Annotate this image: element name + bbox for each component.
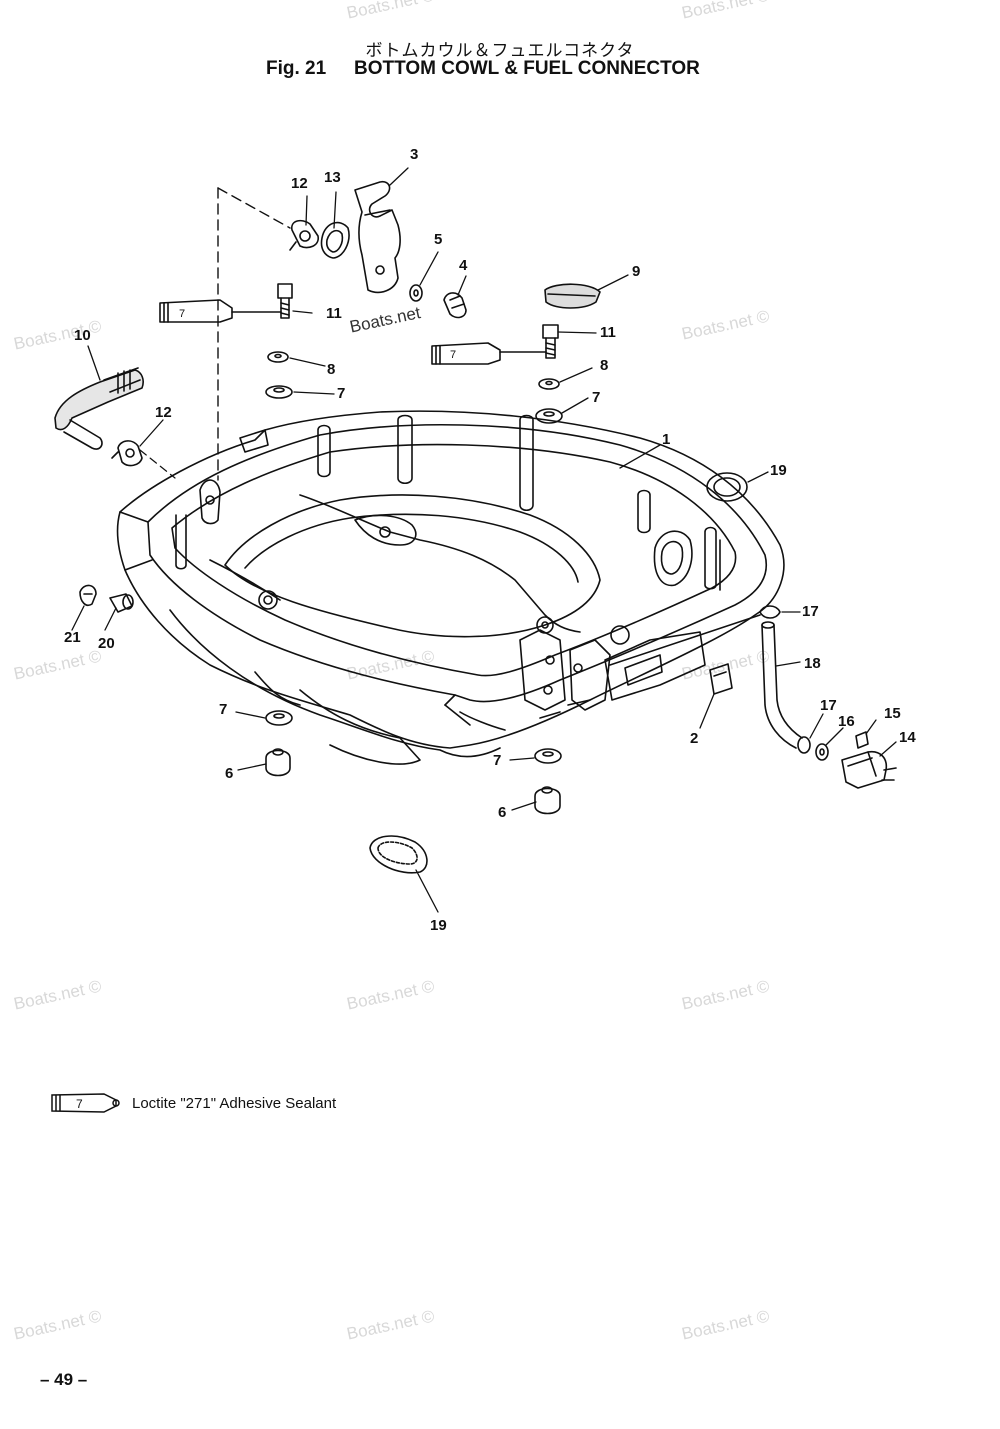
- callout-11: 11: [326, 305, 342, 322]
- part-21-clip: [79, 584, 97, 607]
- callout-18: 18: [804, 655, 821, 672]
- page-number: – 49 –: [40, 1370, 88, 1389]
- part-12-lower: [111, 440, 143, 467]
- part-19-grommet-upper: [706, 472, 748, 502]
- callout-2: 2: [690, 730, 699, 747]
- callout-12: 12: [155, 404, 172, 421]
- callout-21: 21: [64, 629, 81, 646]
- callout-12: 12: [291, 175, 308, 192]
- loctite-tube-left: [159, 299, 233, 323]
- part-14-connector: [841, 750, 897, 789]
- part-9-pad: [544, 283, 601, 309]
- callout-16: 16: [838, 713, 855, 730]
- part-12-upper: [289, 219, 319, 251]
- callout-4: 4: [459, 257, 468, 274]
- part-5-washer: [409, 284, 423, 302]
- callout-7: 7: [493, 752, 502, 769]
- loctite-tube-right: [431, 342, 501, 365]
- part-6-damper-right: [534, 786, 561, 815]
- callout-15: 15: [884, 705, 901, 722]
- bottom-cowl-shape: [116, 410, 785, 765]
- callout-19: 19: [770, 462, 787, 479]
- part-17-clip-upper: [759, 605, 781, 619]
- part-13-gasket: [320, 221, 350, 259]
- part-11-bolt-right: [499, 324, 559, 359]
- legend: 7 Loctite "271" Adhesive Sealant: [50, 1092, 336, 1114]
- callout-8: 8: [327, 361, 336, 378]
- tube-label-right: 7: [450, 349, 456, 361]
- part-8-washer-left: [267, 351, 289, 363]
- loctite-tube-icon: 7: [51, 1093, 120, 1113]
- part-7-grommet-lower-left: [265, 710, 293, 726]
- callout-7: 7: [592, 389, 601, 406]
- callout-1: 1: [662, 431, 671, 448]
- callout-5: 5: [434, 231, 443, 248]
- part-7-grommet-left: [265, 385, 293, 399]
- callout-17: 17: [820, 697, 837, 714]
- part-6-damper-left: [265, 748, 291, 777]
- callout-8: 8: [600, 357, 609, 374]
- figure-number: Fig. 21: [266, 58, 327, 79]
- callout-3: 3: [410, 146, 419, 163]
- callout-17: 17: [802, 603, 819, 620]
- title-english: Fig. 21 BOTTOM COWL & FUEL CONNECTOR: [266, 58, 700, 80]
- callout-19: 19: [430, 917, 447, 934]
- part-11-bolt-left: [231, 283, 293, 319]
- part-2-plate: [709, 663, 733, 695]
- part-8-washer-right: [538, 378, 560, 390]
- callout-20: 20: [98, 635, 115, 652]
- callout-6: 6: [498, 804, 507, 821]
- part-7-grommet-lower-right: [534, 748, 562, 764]
- legend-text: Loctite "271" Adhesive Sealant: [132, 1094, 337, 1112]
- callout-11: 11: [600, 324, 616, 341]
- part-19-grommet-lower: [369, 835, 428, 874]
- callout-7: 7: [337, 385, 346, 402]
- part-3-bracket: [354, 180, 401, 294]
- figure-title: BOTTOM COWL & FUEL CONNECTOR: [354, 58, 700, 79]
- tube-label-left: 7: [179, 308, 185, 320]
- callout-9: 9: [632, 263, 641, 280]
- part-20-fitting: [109, 593, 134, 613]
- callout-13: 13: [324, 169, 341, 186]
- part-4-screw: [443, 292, 467, 319]
- legend-symbol-label: 7: [76, 1097, 83, 1111]
- callout-14: 14: [899, 729, 916, 746]
- title-japanese: ボトムカウル＆フュエルコネクタ: [365, 41, 635, 61]
- callout-10: 10: [74, 327, 91, 344]
- callout-7: 7: [219, 701, 228, 718]
- part-17-clip-lower: [797, 736, 811, 754]
- leader-lines: [71, 167, 897, 913]
- part-16-oring: [815, 743, 829, 761]
- part-15-screw: [855, 731, 869, 749]
- part-10-handle: [54, 367, 144, 450]
- part-7-grommet-right: [535, 408, 563, 424]
- part-18-hose: [761, 621, 803, 749]
- callout-6: 6: [225, 765, 234, 782]
